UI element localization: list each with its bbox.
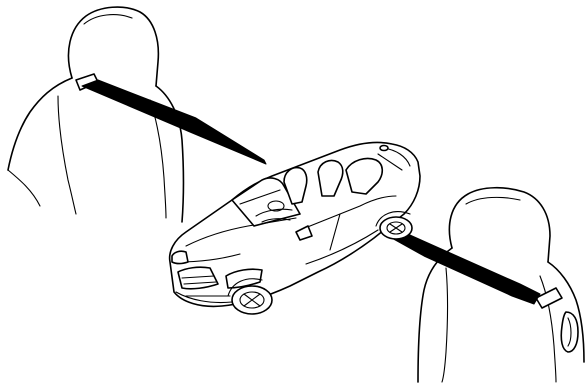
right-seat-backrest — [418, 248, 452, 382]
right-belt-guide — [536, 288, 562, 308]
left-seatbelt-strap — [82, 80, 266, 164]
car-rear-light — [380, 146, 388, 151]
car-headlight-right — [172, 251, 188, 263]
right-belt-loop — [561, 312, 578, 352]
right-seat-headrest — [449, 188, 550, 262]
convertible-car — [170, 142, 420, 314]
left-seat-backrest — [8, 78, 72, 170]
left-seat-headrest — [68, 7, 158, 86]
